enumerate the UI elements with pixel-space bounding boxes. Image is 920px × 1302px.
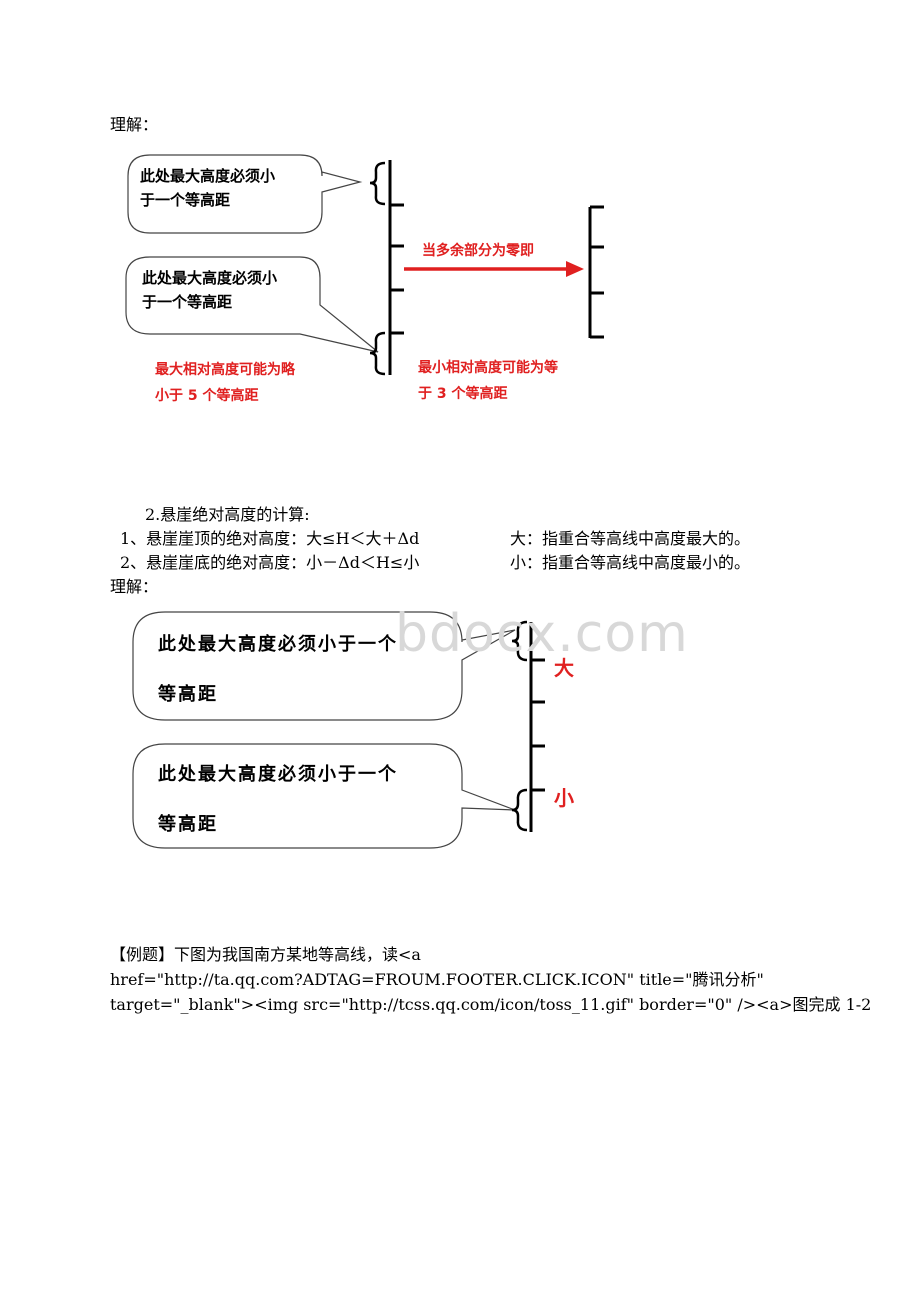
section2-heading: 2.悬崖绝对高度的计算: xyxy=(145,505,310,524)
definition-line-1: 大：指重合等高线中高度最大的。 xyxy=(510,529,751,548)
brace-top xyxy=(369,161,386,206)
note-left: 最大相对高度可能为略 小于 5 个等高距 xyxy=(155,362,295,404)
brace-bottom xyxy=(369,331,386,376)
example-line-2: href="http://ta.qq.com?ADTAG=FROUM.FOOTE… xyxy=(110,970,764,989)
callout2-bottom-bubble xyxy=(132,743,516,849)
callout-bottom-bubble xyxy=(125,256,379,353)
brace2-top xyxy=(511,620,528,662)
definition-line-2: 小：指重合等高线中高度最小的。 xyxy=(510,553,751,572)
example-line-3: target="_blank"><img src="http://tcss.qq… xyxy=(110,995,872,1014)
callout-bottom-text: 此处最大高度必须小 于一个等高距 xyxy=(142,269,278,311)
callout2-top-text: 此处最大高度必须小于一个 等高距 xyxy=(158,634,398,705)
understanding-label-top: 理解： xyxy=(110,115,159,134)
callout-top-bubble xyxy=(127,154,363,234)
formula-line-2: 2、悬崖崖底的绝对高度：小－Δd＜H≤小 xyxy=(120,553,420,572)
formula-line-1: 1、悬崖崖顶的绝对高度：大≤H＜大＋Δd xyxy=(120,529,420,548)
note-right: 最小相对高度可能为等 于 3 个等高距 xyxy=(418,360,558,402)
red-arrow-head xyxy=(566,261,584,277)
callout-top-text: 此处最大高度必须小 于一个等高距 xyxy=(140,167,276,209)
watermark: bdocx.com xyxy=(395,604,689,664)
understanding-label-2: 理解： xyxy=(110,577,159,596)
brace2-bottom xyxy=(511,788,528,832)
label-small: 小 xyxy=(554,786,574,810)
arrow-label: 当多余部分为零即 xyxy=(422,243,534,259)
label-big: 大 xyxy=(554,656,574,680)
callout2-bottom-text: 此处最大高度必须小于一个 等高距 xyxy=(158,764,398,835)
example-line-1: 【例题】下图为我国南方某地等高线，读<a xyxy=(110,945,421,964)
callout2-top-bubble xyxy=(132,611,516,721)
